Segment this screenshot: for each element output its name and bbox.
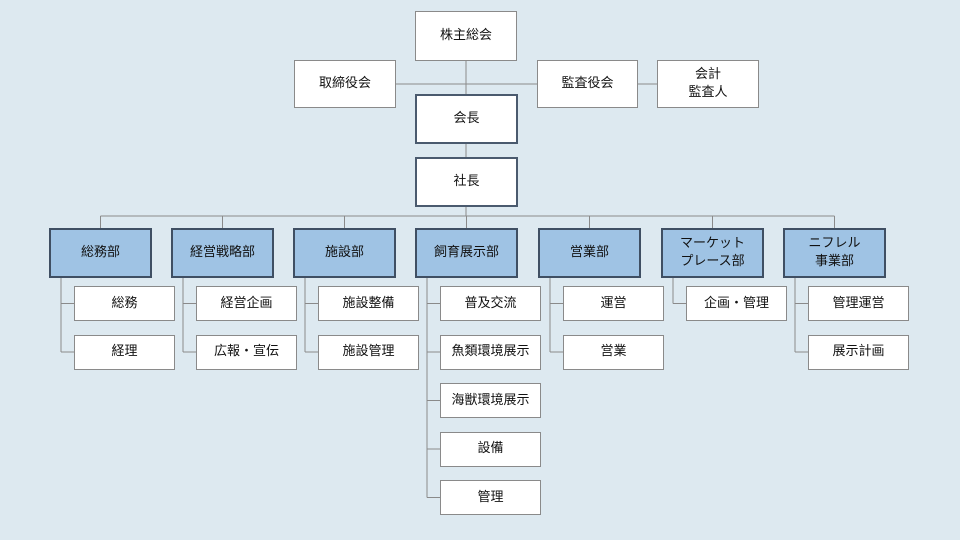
department-box: 施設部: [293, 228, 396, 278]
section-box: 管理: [440, 480, 541, 515]
department-box: ニフレル 事業部: [783, 228, 886, 278]
section-box: 経営企画: [196, 286, 297, 321]
department-box: 総務部: [49, 228, 152, 278]
department-box: マーケット プレース部: [661, 228, 764, 278]
section-box: 企画・管理: [686, 286, 787, 321]
section-box: 営業: [563, 334, 664, 370]
section-box: 経理: [74, 334, 175, 370]
section-box: 広報・宣伝: [196, 334, 297, 370]
board-of-directors-box: 取締役会: [294, 60, 396, 108]
department-box: 飼育展示部: [415, 228, 518, 278]
section-box: 海獣環境展示: [440, 383, 541, 418]
president-box: 社長: [415, 157, 518, 207]
section-box: 展示計画: [808, 334, 909, 370]
department-box: 経営戦略部: [171, 228, 274, 278]
accounting-auditor-box: 会計 監査人: [657, 60, 759, 108]
shareholders-meeting-box: 株主総会: [415, 11, 517, 61]
section-box: 施設整備: [318, 286, 419, 321]
section-box: 普及交流: [440, 286, 541, 321]
section-box: 魚類環境展示: [440, 334, 541, 370]
section-box: 管理運営: [808, 286, 909, 321]
department-box: 営業部: [538, 228, 641, 278]
section-box: 設備: [440, 431, 541, 467]
chairman-box: 会長: [415, 94, 518, 144]
section-box: 総務: [74, 286, 175, 321]
section-box: 施設管理: [318, 334, 419, 370]
audit-board-box: 監査役会: [537, 60, 638, 108]
section-box: 運営: [563, 286, 664, 321]
